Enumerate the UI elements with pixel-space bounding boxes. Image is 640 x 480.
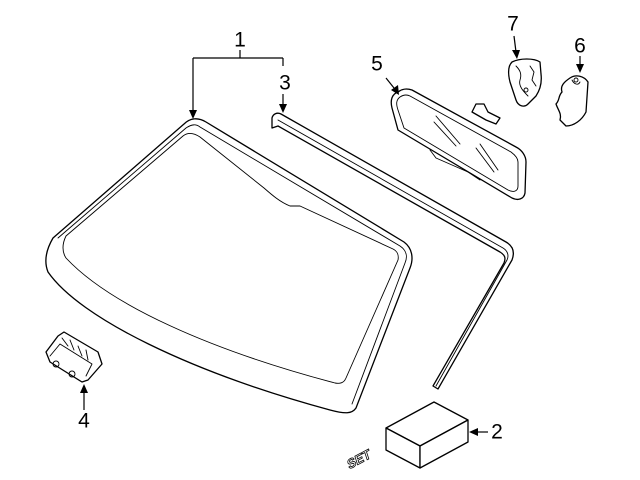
windshield-glass[interactable] [45,118,413,414]
callout-6-label: 6 [574,34,586,58]
callout-7-leader [512,35,520,59]
rearview-mirror[interactable] [390,88,527,200]
callout-5-leader [385,77,399,95]
callout-1-leader [189,50,284,119]
molding-set-box[interactable] [385,401,469,469]
windshield-molding[interactable] [271,112,514,390]
callout-7-label: 7 [507,12,519,36]
retainer-clip[interactable] [45,331,103,383]
callout-5-label: 5 [371,52,383,76]
callout-2-label: 2 [491,420,503,444]
callout-6-leader [576,56,584,73]
svg-text:SET: SET [345,446,372,472]
mirror-cover-right[interactable] [555,75,589,127]
callout-2-leader [469,428,488,436]
callout-4-leader [80,384,88,410]
callout-1-label: 1 [234,28,246,52]
callout-3-leader [279,94,287,113]
mirror-cover-left[interactable] [508,58,542,107]
callout-4-label: 4 [78,409,90,433]
callout-3-label: 3 [279,71,291,95]
set-box-label: SET [345,446,373,473]
